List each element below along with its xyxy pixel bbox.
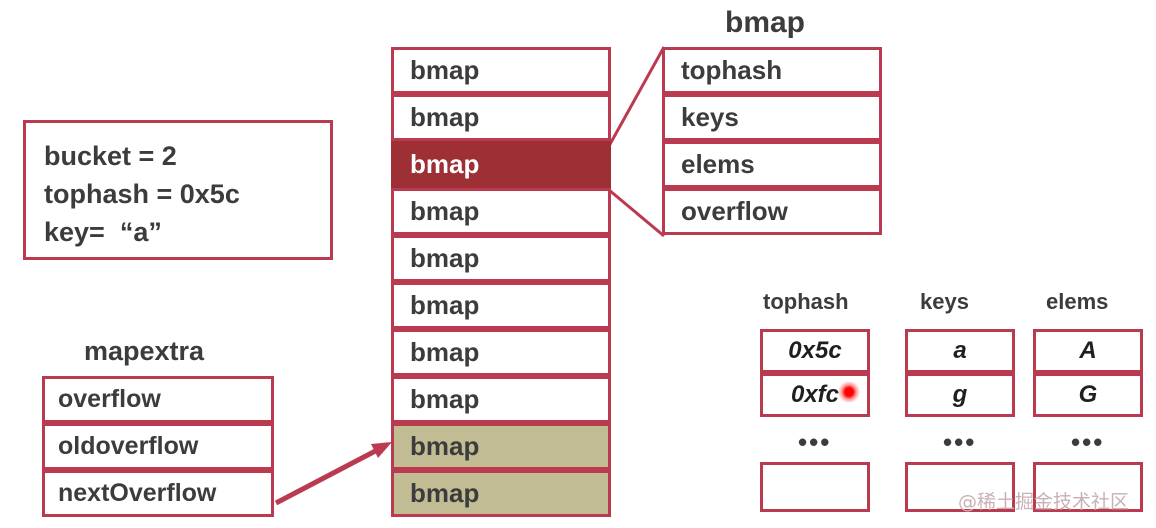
slot-column-title-tophash: tophash <box>763 289 849 314</box>
bucket-row-6[interactable]: bmap <box>391 329 611 376</box>
slot-keys-ellipsis: ••• <box>943 427 977 457</box>
bucket-row-2-selected[interactable]: bmap <box>391 141 611 188</box>
bucket-row-4[interactable]: bmap <box>391 235 611 282</box>
bmap-field-elems[interactable]: elems <box>662 141 882 188</box>
info-line-tophash: tophash = 0x5c <box>44 179 240 209</box>
mapextra-title: mapextra <box>84 336 205 366</box>
slot-tophash-ellipsis: ••• <box>798 427 832 457</box>
bmap-field-tophash[interactable]: tophash <box>662 47 882 94</box>
slot-column-title-elems: elems <box>1046 289 1109 314</box>
slot-elems-value-0[interactable]: A <box>1033 329 1143 373</box>
bucket-row-3[interactable]: bmap <box>391 188 611 235</box>
mapextra-field-nextoverflow[interactable]: nextOverflow <box>42 470 274 517</box>
bucket-row-0[interactable]: bmap <box>391 47 611 94</box>
bucket-row-9-overflow[interactable]: bmap <box>391 470 611 517</box>
slot-column-title-keys: keys <box>920 289 969 314</box>
bucket-row-5[interactable]: bmap <box>391 282 611 329</box>
bmap-field-keys[interactable]: keys <box>662 94 882 141</box>
info-line-key: key= “a” <box>44 217 162 247</box>
slot-tophash-value-1[interactable]: 0xfc <box>760 373 870 417</box>
slot-elems-ellipsis: ••• <box>1071 427 1105 457</box>
bucket-row-1[interactable]: bmap <box>391 94 611 141</box>
info-box: bucket = 2 tophash = 0x5c key= “a” <box>23 120 333 260</box>
bmap-field-overflow[interactable]: overflow <box>662 188 882 235</box>
slot-elems-value-1[interactable]: G <box>1033 373 1143 417</box>
slot-elems-empty[interactable] <box>1033 462 1143 512</box>
slot-keys-value-1[interactable]: g <box>905 373 1015 417</box>
watermark-text: @稀土掘金技术社区 <box>958 491 1130 513</box>
bucket-row-7[interactable]: bmap <box>391 376 611 423</box>
bucket-row-8-overflow[interactable]: bmap <box>391 423 611 470</box>
slot-keys-value-0[interactable]: a <box>905 329 1015 373</box>
info-line-bucket: bucket = 2 <box>44 141 177 171</box>
slot-tophash-empty[interactable] <box>760 462 870 512</box>
slot-keys-empty[interactable] <box>905 462 1015 512</box>
slot-tophash-value-0[interactable]: 0x5c <box>760 329 870 373</box>
bmap-detail-title: bmap <box>725 6 806 39</box>
mapextra-field-oldoverflow[interactable]: oldoverflow <box>42 423 274 470</box>
mapextra-field-overflow[interactable]: overflow <box>42 376 274 423</box>
